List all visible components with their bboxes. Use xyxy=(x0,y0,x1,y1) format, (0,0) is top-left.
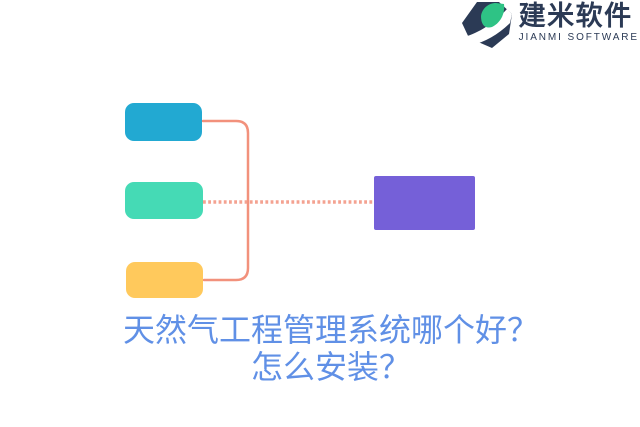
jianmi-hexagon-leaf-icon xyxy=(461,2,512,48)
node-bottom-left xyxy=(126,262,203,298)
headline: 天然气工程管理系统哪个好？ 怎么安装？ xyxy=(11,312,640,386)
headline-line1: 天然气工程管理系统哪个好？ xyxy=(122,312,539,348)
node-right xyxy=(374,176,475,230)
headline-line2: 怎么安装？ xyxy=(250,349,411,385)
node-middle-left xyxy=(125,182,203,219)
logo: 建米软件 JIANMI SOFTWARE xyxy=(459,1,639,49)
logo-text: 建米软件 JIANMI SOFTWARE xyxy=(518,1,639,44)
logo-title: 建米软件 xyxy=(518,1,633,31)
logo-subtitle: JIANMI SOFTWARE xyxy=(518,32,639,43)
node-top-left xyxy=(125,103,202,141)
bracket-connector xyxy=(201,119,250,282)
